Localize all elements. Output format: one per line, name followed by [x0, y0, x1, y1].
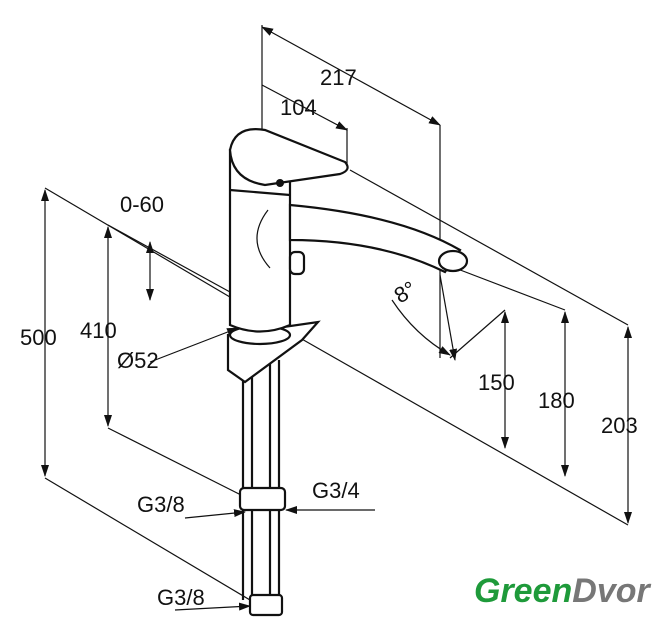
dim-0-60: 0-60: [120, 192, 164, 217]
connection-g38-upper: G3/8: [137, 492, 185, 517]
dim-217: 217: [320, 65, 357, 90]
dim-104: 104: [280, 95, 317, 120]
dim-500: 500: [20, 325, 57, 350]
dim-203: 203: [601, 413, 638, 438]
dim-410: 410: [80, 318, 117, 343]
connection-g38-bottom: G3/8: [157, 585, 205, 610]
dim-150: 150: [478, 370, 515, 395]
extension-lines: [44, 25, 629, 604]
dim-diameter-52: Ø52: [117, 348, 159, 373]
dimension-lines: [41, 26, 632, 611]
greendvor-logo: GreenDvor: [474, 572, 650, 611]
logo-green-text: Green: [474, 572, 573, 610]
logo-grey-text: Dvor: [572, 572, 650, 610]
connection-g34: G3/4: [312, 478, 360, 503]
faucet-illustration: [226, 128, 469, 617]
dim-180: 180: [538, 388, 575, 413]
